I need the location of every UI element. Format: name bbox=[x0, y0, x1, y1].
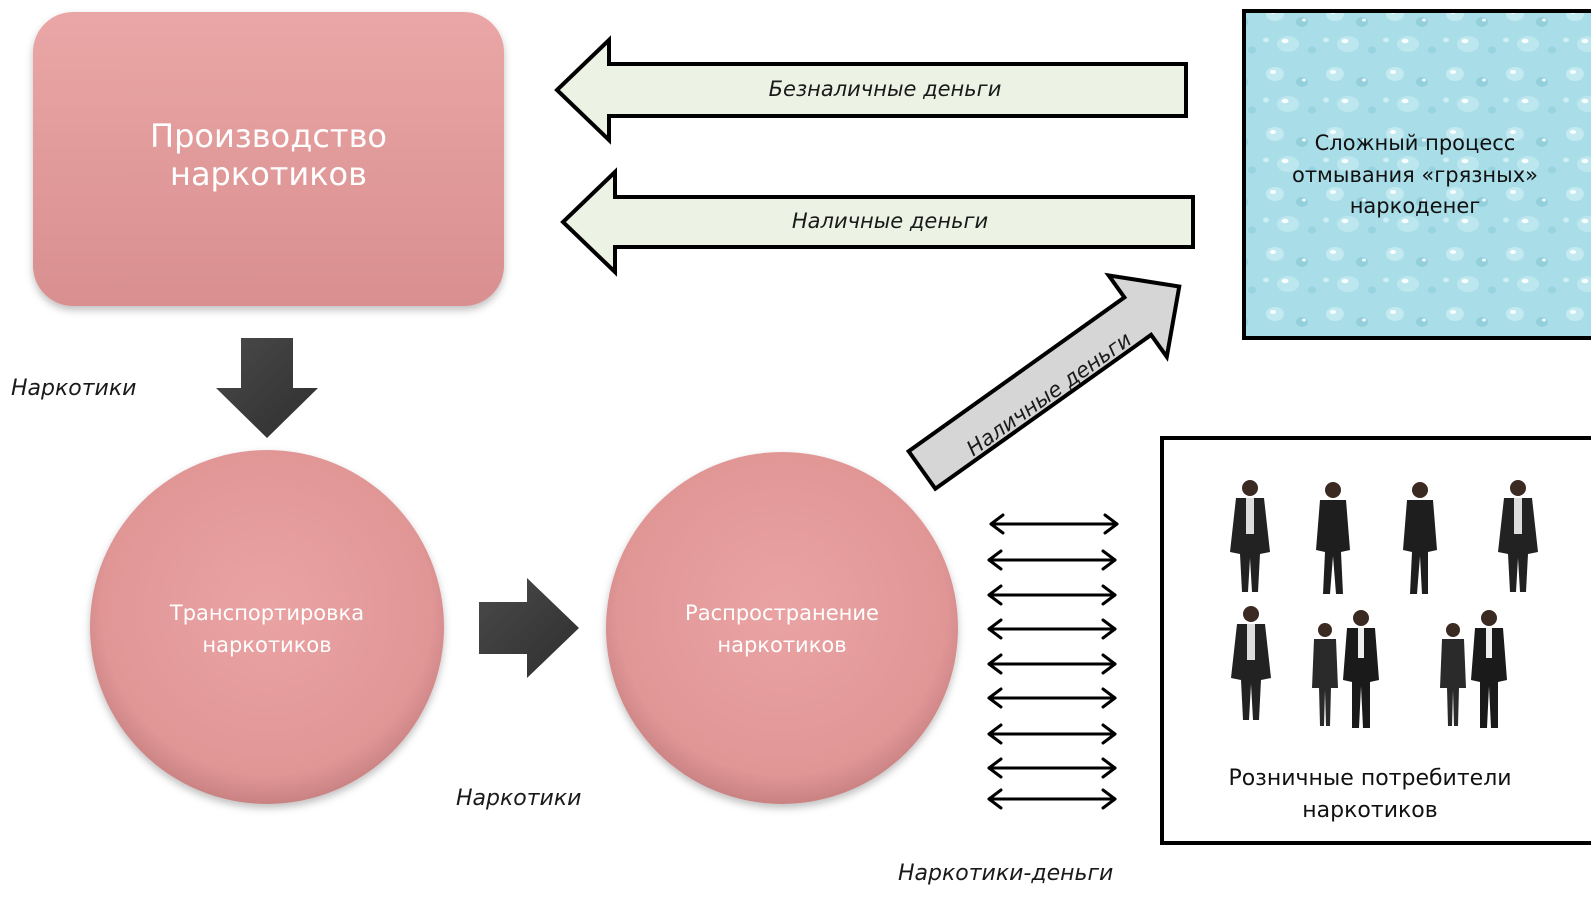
double-arrow-icon bbox=[987, 788, 1117, 810]
production-box bbox=[33, 12, 504, 306]
double-arrow-icon bbox=[987, 653, 1117, 675]
down-arrow-icon bbox=[216, 338, 318, 438]
laundering-label-line1: Сложный процесс bbox=[1314, 131, 1516, 155]
person-figure bbox=[1498, 480, 1538, 592]
production-label: Производство наркотиков bbox=[33, 117, 504, 194]
distribution-label: Распространение наркотиков bbox=[606, 598, 958, 661]
drug-money-exchange-arrows bbox=[987, 513, 1119, 810]
cash-money-diagonal-arrow bbox=[905, 272, 1182, 492]
transport-label-line1: Транспортировка bbox=[169, 601, 365, 625]
person-figure bbox=[1230, 480, 1270, 592]
double-arrow-icon bbox=[987, 618, 1117, 640]
drugs-money-label: Наркотики-деньги bbox=[898, 861, 1114, 886]
distribution-label-line2: наркотиков bbox=[717, 632, 847, 657]
drugs-left-label: Наркотики bbox=[11, 376, 137, 401]
laundering-label-line2: отмывания «грязных» bbox=[1291, 162, 1539, 187]
double-arrow-icon bbox=[987, 584, 1117, 606]
production-label-line2: наркотиков bbox=[170, 155, 367, 194]
noncash-money-label: Безналичные деньги bbox=[768, 77, 1002, 101]
consumers-label-line1: Розничные потребители bbox=[1228, 766, 1512, 791]
double-arrow-icon bbox=[987, 687, 1117, 709]
person-figure bbox=[1312, 623, 1338, 726]
double-arrow-icon bbox=[987, 757, 1117, 779]
transport-circle bbox=[90, 450, 444, 804]
person-figure bbox=[1343, 610, 1379, 728]
cash-money-top-label: Наличные деньги bbox=[791, 209, 989, 233]
consumers-label: Розничные потребители наркотиков bbox=[1200, 763, 1540, 827]
drugs-bottom-label: Наркотики bbox=[456, 786, 582, 811]
transport-label-line2: наркотиков bbox=[202, 632, 332, 657]
person-figure bbox=[1440, 623, 1466, 726]
distribution-label-line1: Распространение bbox=[685, 601, 879, 625]
noncash-money-arrow bbox=[554, 35, 1188, 145]
laundering-box bbox=[1242, 9, 1591, 340]
consumers-label-line2: наркотиков bbox=[1302, 797, 1438, 823]
laundering-label-line3: наркоденег bbox=[1349, 194, 1481, 218]
person-figure bbox=[1471, 610, 1507, 728]
laundering-label: Сложный процесс отмывания «грязных» нарк… bbox=[1270, 128, 1560, 223]
transport-label: Транспортировка наркотиков bbox=[90, 598, 444, 661]
production-label-line1: Производство bbox=[150, 117, 387, 155]
person-figure bbox=[1231, 606, 1271, 720]
distribution-circle bbox=[606, 452, 958, 804]
person-figure bbox=[1316, 482, 1350, 594]
double-arrow-icon bbox=[989, 513, 1119, 535]
double-arrow-icon bbox=[987, 723, 1117, 745]
right-arrow-icon bbox=[479, 578, 579, 678]
double-arrow-icon bbox=[987, 549, 1117, 571]
people-icon bbox=[1230, 480, 1538, 728]
cash-money-arrow bbox=[560, 167, 1195, 277]
person-figure bbox=[1403, 482, 1437, 594]
